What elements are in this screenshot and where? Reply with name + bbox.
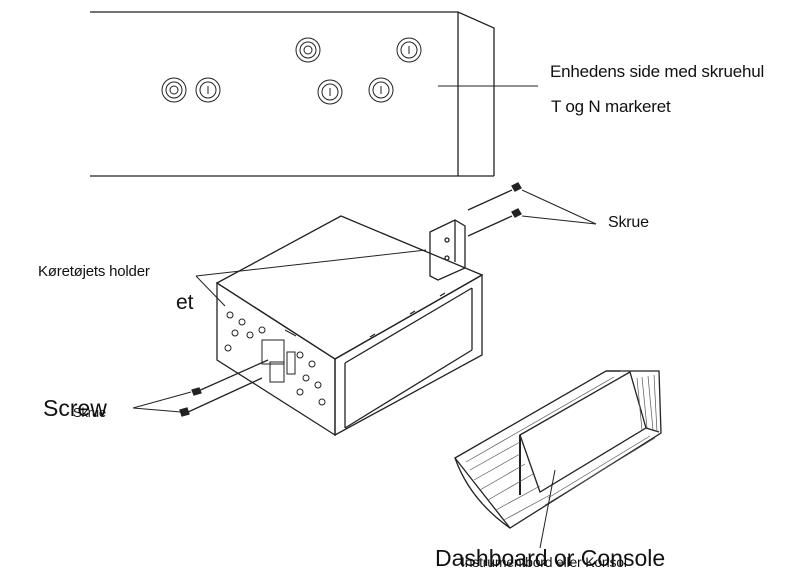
- side-connectors: [224, 311, 326, 406]
- dashboard-label-da: Instrumentbord eller Konsol: [461, 554, 627, 570]
- screw-right-label: Skrue: [608, 214, 649, 231]
- unit-side-panel: [90, 11, 538, 177]
- dashboard-label-en: Dashboard or Console: [435, 545, 666, 571]
- screw-left-top: [191, 359, 269, 396]
- radio-unit: [215, 215, 484, 437]
- screw-right-bottom: [467, 208, 522, 237]
- vehicle-holder-label: Køretøjets holder: [38, 263, 150, 280]
- screw-left-label-en: Screw: [43, 395, 107, 421]
- screw-holes: [161, 37, 422, 105]
- t-and-n-label: T og N markeret: [551, 97, 671, 116]
- dashboard-hatching: [465, 374, 658, 521]
- screw-right-top: [467, 182, 522, 211]
- holder-suffix-label: et: [176, 291, 194, 314]
- screw-hole-1: [161, 77, 187, 103]
- screw-hole-3: [295, 37, 321, 63]
- screw-hole-2: [195, 77, 221, 103]
- unit-side-label: Enhedens side med skruehul: [550, 62, 765, 81]
- screw-left-label-da: Skrue: [73, 405, 106, 420]
- holder-bracket-right: [429, 219, 466, 281]
- dashboard-console: [454, 370, 662, 529]
- screw-hole-5: [317, 79, 343, 105]
- screw-hole-4: [396, 37, 422, 63]
- screw-left-bottom: [179, 377, 263, 417]
- screw-hole-6: [368, 77, 394, 103]
